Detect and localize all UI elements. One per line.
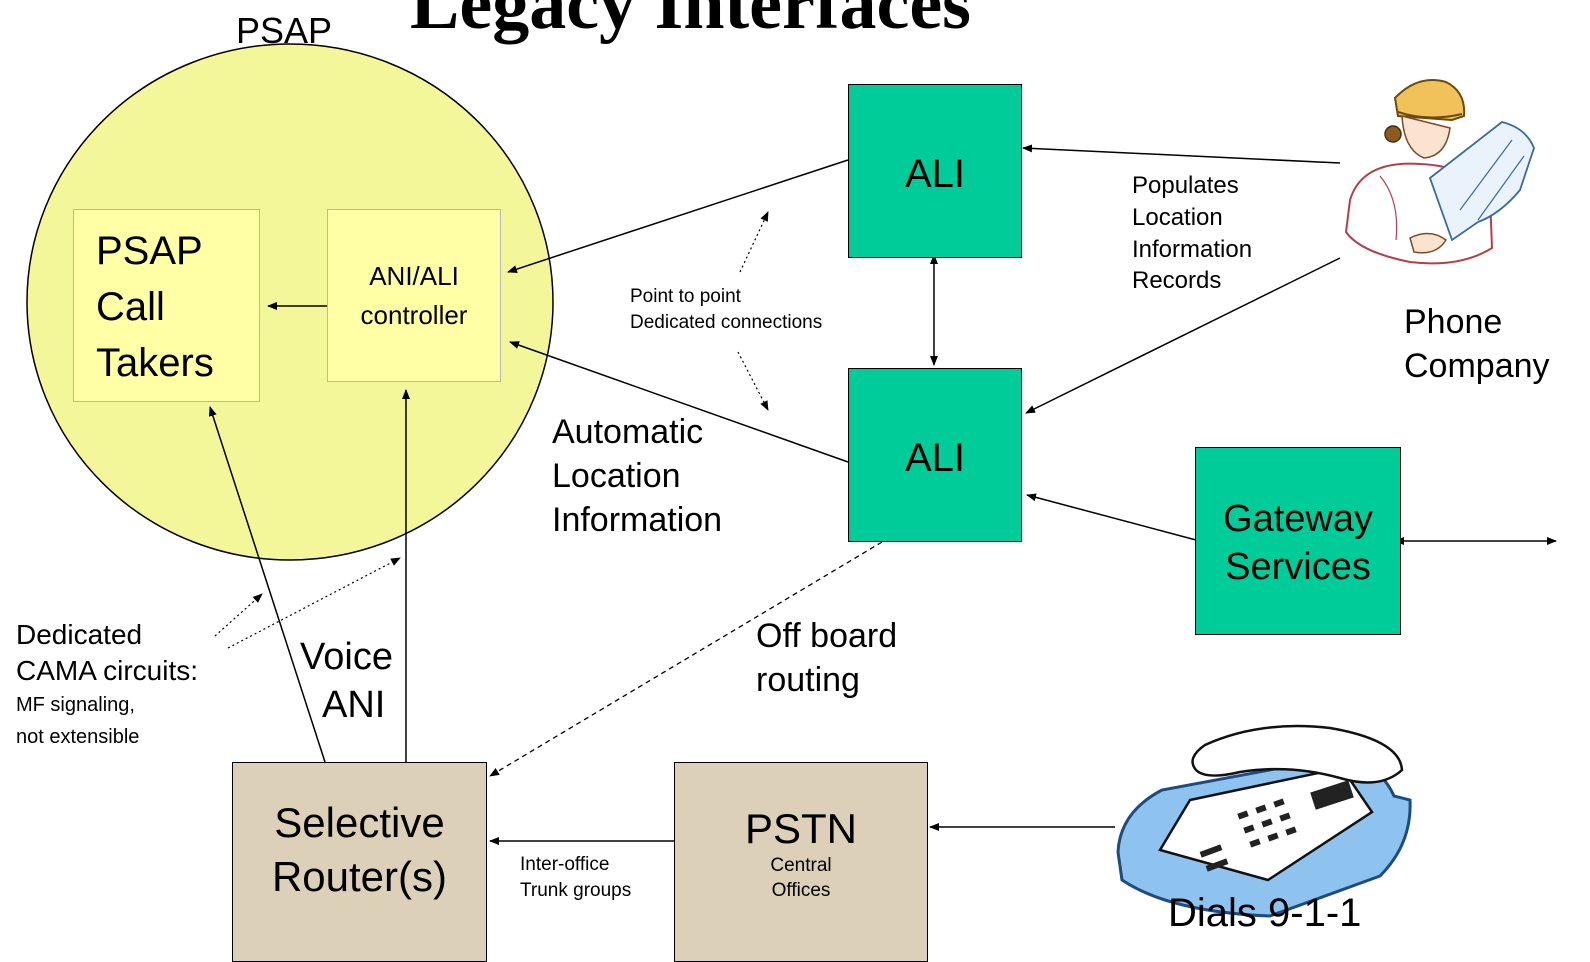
call-takers-line-1: PSAP: [96, 229, 203, 273]
page-title: Legacy Interfaces: [410, 0, 971, 45]
gateway-line-2: Services: [1225, 546, 1371, 588]
populates-line-1: Populates: [1132, 172, 1239, 199]
pstn-box: PSTN Central Offices: [674, 762, 928, 962]
ali-bottom-label: ALI: [904, 436, 966, 480]
phone-company-line-2: Company: [1404, 347, 1550, 385]
selective-router-box: Selective Router(s): [232, 762, 487, 962]
call-takers-line-2: Call: [96, 285, 165, 329]
p2p-pointer-up: [739, 211, 769, 273]
pstn-title: PSTN: [744, 805, 857, 852]
mf-line-1: MF signaling,: [16, 694, 135, 716]
pstn-sub-line-1: Central: [770, 855, 832, 876]
gateway-line-1: Gateway: [1223, 498, 1373, 540]
offboard-routing-arrow: [489, 541, 883, 777]
phoneco-to-ali-top-arrow: [1022, 144, 1341, 164]
telephone-icon: [1116, 724, 1412, 918]
populates-line-4: Records: [1132, 267, 1222, 294]
ani-label: ANI: [322, 684, 386, 726]
psap-call-takers-box: PSAP Call Takers: [73, 209, 260, 402]
psap-circle: [26, 43, 554, 561]
automatic-location-line-1: Automatic: [552, 413, 704, 451]
phoneco-to-ali-bottom-arrow: [1025, 257, 1341, 414]
phone-company-worker-icon: [1344, 79, 1535, 265]
router-to-calltakers-arrow: [208, 406, 326, 763]
gateway-to-ali-arrow: [1026, 493, 1197, 541]
automatic-location-line-3: Information: [552, 501, 723, 539]
populates-line-3: Information: [1132, 236, 1253, 263]
controller-line-1: ANI/ALI: [369, 261, 459, 291]
ani-ali-controller-box: ANI/ALI controller: [327, 209, 501, 382]
ali-to-controller-arrow: [507, 159, 849, 273]
point-to-point-line-1: Point to point: [630, 286, 741, 307]
router-line-1: Selective: [274, 799, 445, 846]
call-takers-line-3: Takers: [96, 341, 214, 385]
pstn-sub-line-2: Offices: [771, 880, 831, 901]
inter-office-line-1: Inter-office: [520, 854, 610, 875]
dials-label: Dials 9-1-1: [1168, 891, 1362, 935]
voice-label: Voice: [300, 636, 393, 678]
gateway-services-box: Gateway Services: [1195, 447, 1401, 635]
cama-pointer-1: [214, 593, 263, 637]
populates-line-2: Location: [1132, 204, 1223, 231]
phone-company-line-1: Phone: [1404, 303, 1503, 341]
ali-bottom-box: ALI: [848, 368, 1022, 542]
controller-line-2: controller: [360, 300, 468, 330]
router-line-2: Router(s): [271, 853, 448, 900]
automatic-location-line-2: Location: [552, 457, 681, 495]
point-to-point-line-2: Dedicated connections: [630, 312, 823, 333]
ali-top-label: ALI: [904, 152, 966, 196]
psap-label: PSAP: [236, 10, 333, 51]
cama-pointer-2: [227, 557, 401, 649]
mf-line-2: not extensible: [16, 726, 140, 748]
cama-line-2: CAMA circuits:: [16, 655, 199, 686]
p2p-pointer-down: [737, 351, 769, 411]
off-board-line-1: Off board: [756, 617, 898, 655]
ali-top-box: ALI: [848, 84, 1022, 258]
cama-line-1: Dedicated: [16, 619, 143, 650]
ali-bottom-to-controller-arrow: [509, 341, 849, 463]
inter-office-line-2: Trunk groups: [520, 880, 632, 901]
off-board-line-2: routing: [756, 661, 860, 699]
